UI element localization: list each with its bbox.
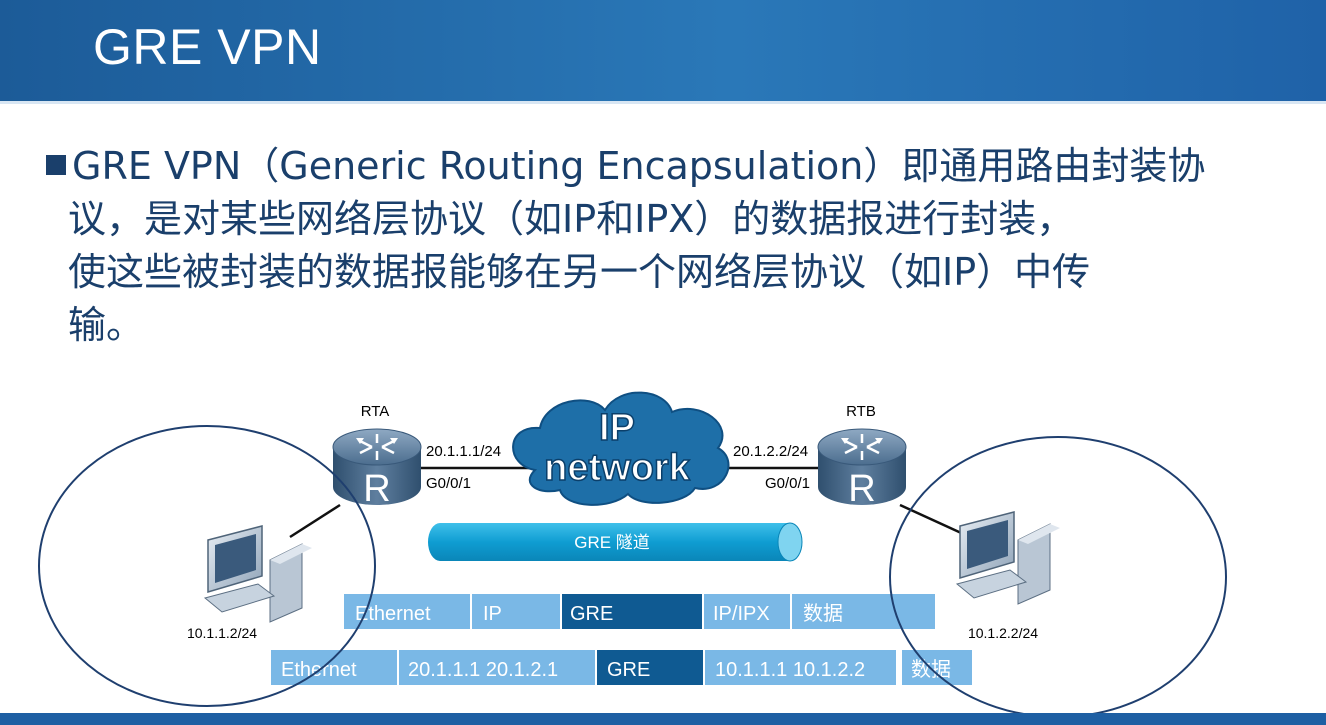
link-rta-pc (289, 503, 341, 539)
packet-header-row-1: Ethernet IP GRE IP/IPX 数据 (342, 592, 937, 631)
row2-cell-data (900, 648, 974, 687)
link-rtb-pc (899, 503, 971, 539)
rta-router-letter: R (363, 468, 390, 510)
rtb-label: RTB (846, 403, 876, 420)
paragraph-line-4: 输。 (68, 303, 145, 347)
title-bar: GRE VPN (0, 0, 1326, 101)
rtb-interface-label: G0/0/1 (765, 475, 810, 492)
rta-ip-label: 20.1.1.1/24 (426, 443, 501, 460)
square-bullet-icon (46, 155, 66, 175)
paragraph-line-2: 议，是对某些网络层协议（如IP和IPX）的数据报进行封装， (68, 197, 1075, 241)
row1-text-data: 数据 (803, 602, 843, 625)
gre-tunnel-pipe: GRE 隧道 (428, 522, 803, 562)
rta-interface-label: G0/0/1 (426, 475, 471, 492)
rta-router-icon: R (332, 428, 422, 510)
left-site-ellipse (38, 425, 376, 707)
title-divider (0, 101, 1326, 104)
row1-cell-data (790, 592, 937, 631)
paragraph-line-3: 使这些被封装的数据报能够在另一个网络层协议（如IP）中传 (68, 250, 1091, 294)
left-pc-ip-label: 10.1.1.2/24 (187, 625, 257, 641)
row1-text-ethernet: Ethernet (355, 603, 431, 625)
row1-text-ip: IP (483, 603, 502, 625)
ip-network-cloud-icon: IP network (512, 391, 730, 506)
tunnel-label: GRE 隧道 (574, 533, 650, 552)
right-pc-ip-label: 10.1.2.2/24 (968, 625, 1038, 641)
rta-label: RTA (361, 403, 390, 420)
rtb-ip-label: 20.1.2.2/24 (733, 443, 808, 460)
row2-text-inner-ip: 10.1.1.1 10.1.2.2 (715, 659, 865, 681)
slide-title: GRE VPN (93, 19, 322, 75)
row1-text-payload-proto: IP/IPX (713, 603, 770, 625)
packet-header-row-2: Ethernet 20.1.1.1 20.1.2.1 GRE 10.1.1.1 … (269, 648, 974, 687)
description-paragraph: GRE VPN（Generic Routing Encapsulation）即通… (46, 140, 1286, 352)
footer-bar (0, 713, 1326, 725)
row2-cell-ethernet (269, 648, 399, 687)
rtb-router-letter: R (848, 468, 875, 510)
row2-cell-outer-ip (397, 648, 597, 687)
row1-cell-ethernet (342, 592, 472, 631)
row2-text-outer-ip: 20.1.1.1 20.1.2.1 (408, 659, 558, 681)
rtb-router-icon: R (817, 428, 907, 510)
right-pc-icon (955, 511, 1060, 605)
left-pc-icon (203, 525, 312, 623)
row2-text-gre: GRE (607, 659, 650, 681)
cloud-line-1: IP (599, 407, 635, 449)
cloud-line-2: network (544, 447, 691, 489)
row1-text-gre: GRE (570, 603, 613, 625)
paragraph-line-1: GRE VPN（Generic Routing Encapsulation）即通… (46, 140, 1286, 193)
row2-cell-inner-ip (703, 648, 898, 687)
